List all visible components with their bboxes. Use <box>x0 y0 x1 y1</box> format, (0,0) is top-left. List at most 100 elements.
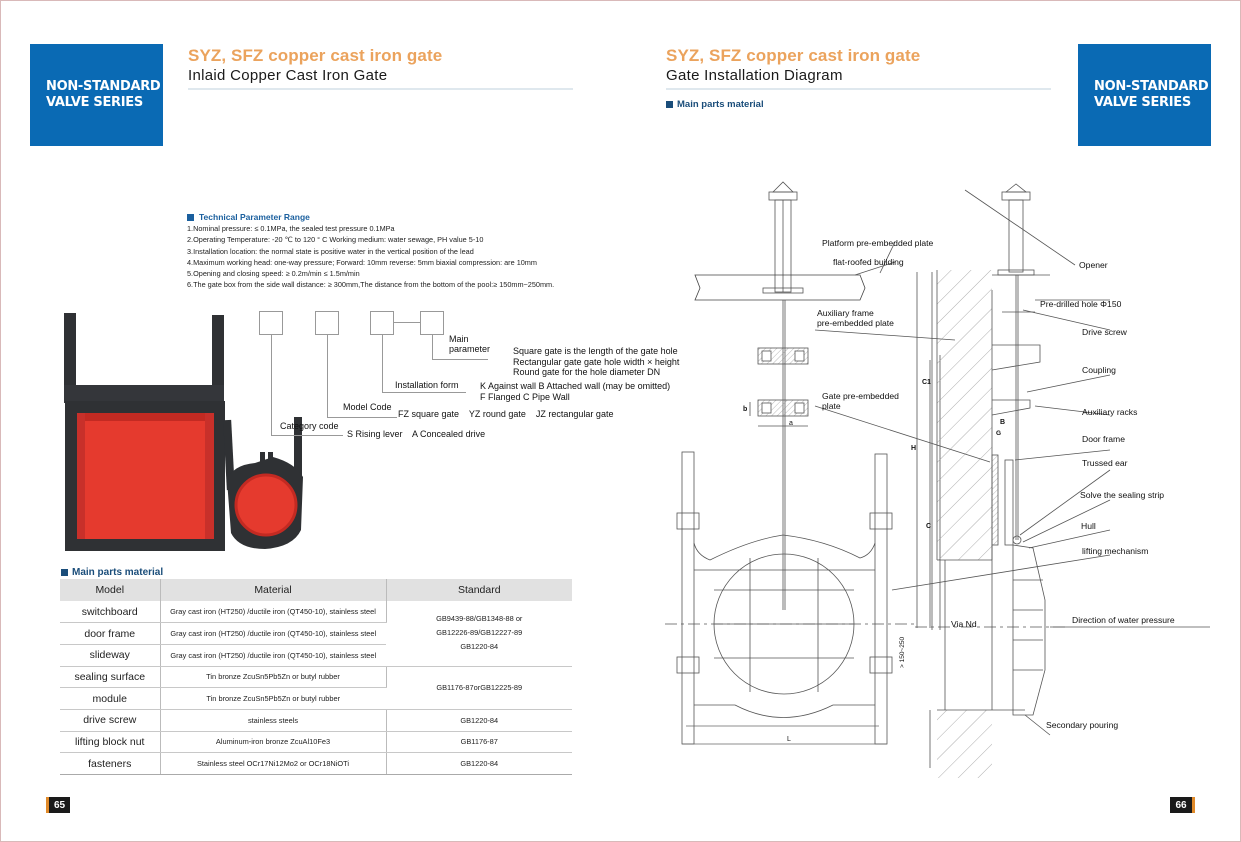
square-gate-image <box>64 313 225 551</box>
right-section-heading: Main parts material <box>666 99 764 110</box>
cell-standard: GB1220-84 <box>386 752 572 775</box>
code-box-model <box>315 311 339 335</box>
connector-line <box>382 335 383 392</box>
cell-model: slideway <box>60 644 161 667</box>
connector-line <box>271 435 343 436</box>
label-trussed-ear: Trussed ear <box>1082 458 1128 468</box>
connector-line <box>327 335 328 417</box>
cell-standard: GB1176-87 <box>386 731 572 754</box>
label-via-nd: Via Nd <box>951 619 977 629</box>
gate-installation-diagram <box>665 181 1210 778</box>
table-row: slideway Gray cast iron (HT250) /ductile… <box>60 644 572 667</box>
cell-material: Stainless steel OCr17Ni12Mo2 or OCr18NiO… <box>160 752 387 775</box>
dim-C: C <box>926 523 932 530</box>
cell-material: Tin bronze ZcuSn5Pb5Zn or butyl rubber <box>160 666 387 689</box>
label-flat-roof: flat-roofed building <box>833 257 904 267</box>
dim-C1: C1 <box>922 379 931 386</box>
cell-model: lifting block nut <box>60 731 161 754</box>
main-parameter-description: Square gate is the length of the gate ho… <box>513 346 680 377</box>
front-elevation <box>665 181 915 745</box>
dim-150-250: > 150~250 <box>899 636 906 668</box>
table-row: lifting block nut Aluminum-iron bronze Z… <box>60 731 572 754</box>
model-code-label: Model Code <box>343 402 392 412</box>
label-door-frame: Door frame <box>1082 434 1125 444</box>
table-row: fasteners Stainless steel OCr17Ni12Mo2 o… <box>60 752 572 775</box>
dim-b: b <box>743 406 748 413</box>
technical-parameters: Technical Parameter Range 1.Nominal pres… <box>187 212 554 290</box>
product-series-title: SYZ, SFZ copper cast iron gate <box>666 46 921 65</box>
dim-a: a <box>789 420 793 427</box>
cell-material: Aluminum-iron bronze ZcuAl10Fe3 <box>160 731 387 754</box>
badge-line2: VALVE SERIES <box>46 95 143 110</box>
cell-material: stainless steels <box>160 709 387 732</box>
cell-model: module <box>60 687 161 710</box>
cell-model: sealing surface <box>60 666 161 689</box>
table-row: door frame Gray cast iron (HT250) /ducti… <box>60 622 572 645</box>
tech-param-item: 3.Installation location: the normal stat… <box>187 246 474 256</box>
tech-param-item: 5.Opening and closing speed: ≥ 0.2m/min … <box>187 269 360 279</box>
model-code-description: FZ square gate YZ round gate JZ rectangu… <box>398 409 614 419</box>
square-bullet-icon <box>187 214 194 222</box>
materials-table: Model Material Standard switchboard Gray… <box>60 579 572 775</box>
table-row: drive screw stainless steels GB1220-84 <box>60 709 572 732</box>
label-lifting-mechanism: lifting mechanism <box>1082 546 1149 556</box>
dim-L: L <box>787 736 791 743</box>
label-gate-plate: Gate pre-embedded plate <box>822 391 899 411</box>
technical-parameters-heading: Technical Parameter Range <box>187 212 554 223</box>
tech-param-item: 1.Nominal pressure: ≤ 0.1MPa, the sealed… <box>187 224 395 234</box>
title-divider <box>188 88 573 90</box>
table-row: module Tin bronze ZcuSn5Pb5Zn or butyl r… <box>60 687 572 710</box>
tech-param-item: 6.The gate box from the side wall distan… <box>187 280 555 290</box>
cell-model: switchboard <box>60 601 161 624</box>
side-section <box>814 183 1210 778</box>
label-aux-frame: Auxiliary frame pre-embedded plate <box>817 308 894 328</box>
series-badge-left: NON-STANDARD VALVE SERIES <box>30 44 163 146</box>
page-title: Gate Installation Diagram <box>666 67 843 84</box>
category-code-label: Category code <box>280 421 339 431</box>
cell-material: Tin bronze ZcuSn5Pb5Zn or butyl rubber <box>160 687 386 710</box>
column-header-material: Material <box>160 579 387 601</box>
connector-line <box>327 417 397 418</box>
label-aux-racks: Auxiliary racks <box>1082 407 1138 417</box>
right-title-block: SYZ, SFZ copper cast iron gate Gate Inst… <box>666 46 1051 90</box>
code-box-parameter <box>420 311 444 335</box>
label-sealing-strip: Solve the sealing strip <box>1080 490 1165 500</box>
label-predrilled-hole: Pre-drilled hole Φ150 <box>1040 299 1122 309</box>
cell-material: Gray cast iron (HT250) /ductile iron (QT… <box>160 644 386 667</box>
code-box-category <box>259 311 283 335</box>
cell-model: fasteners <box>60 752 161 775</box>
installation-form-label: Installation form <box>395 380 459 390</box>
title-divider <box>666 88 1051 90</box>
column-header-model: Model <box>60 579 161 601</box>
category-code-description: S Rising lever A Concealed drive <box>347 429 486 439</box>
square-bullet-icon <box>666 101 673 108</box>
installation-form-description: K Against wall B Attached wall (may be o… <box>480 381 671 402</box>
badge-line1: NON-STANDARD <box>1094 79 1209 94</box>
label-secondary-pouring: Secondary pouring <box>1046 720 1119 730</box>
cell-material: Gray cast iron (HT250) /ductile iron (QT… <box>160 601 387 624</box>
connector-line <box>394 322 420 323</box>
label-water-pressure: Direction of water pressure <box>1072 615 1175 625</box>
product-series-title: SYZ, SFZ copper cast iron gate <box>188 46 443 65</box>
label-platform-plate: Platform pre-embedded plate <box>822 238 934 248</box>
connector-line <box>432 359 488 360</box>
cell-model: drive screw <box>60 709 161 732</box>
materials-heading: Main parts material <box>61 567 163 578</box>
connector-line <box>382 392 466 393</box>
cell-model: door frame <box>60 622 161 645</box>
connector-line <box>432 335 433 359</box>
table-row: switchboard Gray cast iron (HT250) /duct… <box>60 601 572 667</box>
label-hull: Hull <box>1081 521 1096 531</box>
badge-line2: VALVE SERIES <box>1094 95 1191 110</box>
tech-param-item: 4.Maximum working head: one-way pressure… <box>187 257 537 267</box>
left-title-block: SYZ, SFZ copper cast iron gate Inlaid Co… <box>188 46 573 90</box>
cell-standard: GB9439-88/GB1348-88 or GB12226-89/GB1222… <box>386 601 572 667</box>
page-number-left: 65 <box>46 797 70 813</box>
label-drive-screw: Drive screw <box>1082 327 1127 337</box>
round-gate-image <box>223 417 303 549</box>
badge-line1: NON-STANDARD <box>46 79 161 94</box>
dim-H: H <box>911 445 917 452</box>
connector-line <box>271 335 272 435</box>
cell-standard: GB1220-84 <box>386 709 572 732</box>
page-number-right: 66 <box>1170 797 1195 813</box>
